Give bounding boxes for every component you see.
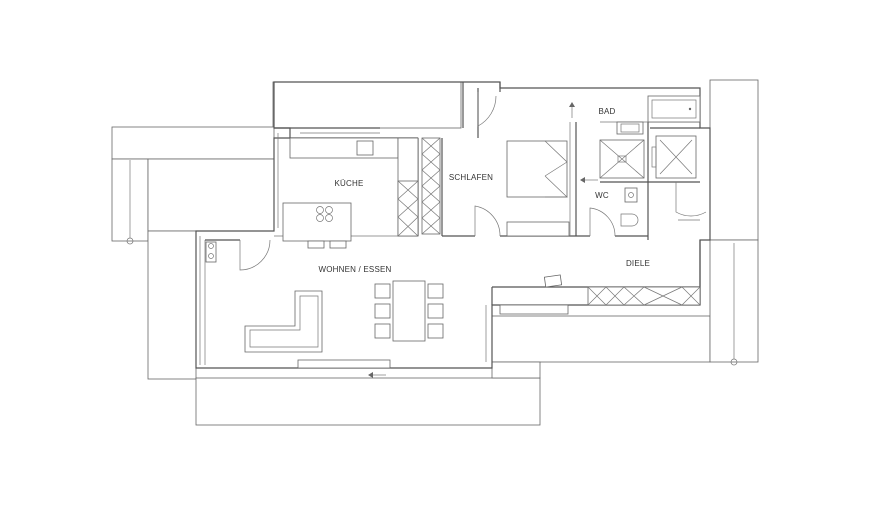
room-label-wc: WC [595, 191, 609, 200]
dining-table [374, 280, 444, 342]
room-label-kueche: KÜCHE [334, 179, 363, 188]
room-label-diele: DIELE [626, 259, 650, 268]
terrace-top-left [272, 81, 462, 129]
bed [506, 140, 570, 237]
room-label-bad: BAD [598, 107, 615, 116]
terrace-bottom [195, 315, 711, 426]
doors [239, 92, 707, 271]
window-arrows [569, 102, 598, 183]
tv-bench [297, 359, 391, 378]
room-label-wohnen-essen: WOHNEN / ESSEN [318, 265, 391, 274]
kitchen-furniture [205, 137, 419, 263]
wardrobe-schlafen [421, 137, 441, 235]
sofa [244, 290, 323, 353]
drain-markers [126, 160, 738, 366]
room-label-schlafen: SCHLAFEN [449, 173, 493, 182]
terrace-left [111, 126, 275, 380]
bathroom-fixtures [599, 95, 701, 227]
diele-cabinets [499, 274, 701, 315]
kitchen-tall-cabinets [397, 180, 419, 237]
